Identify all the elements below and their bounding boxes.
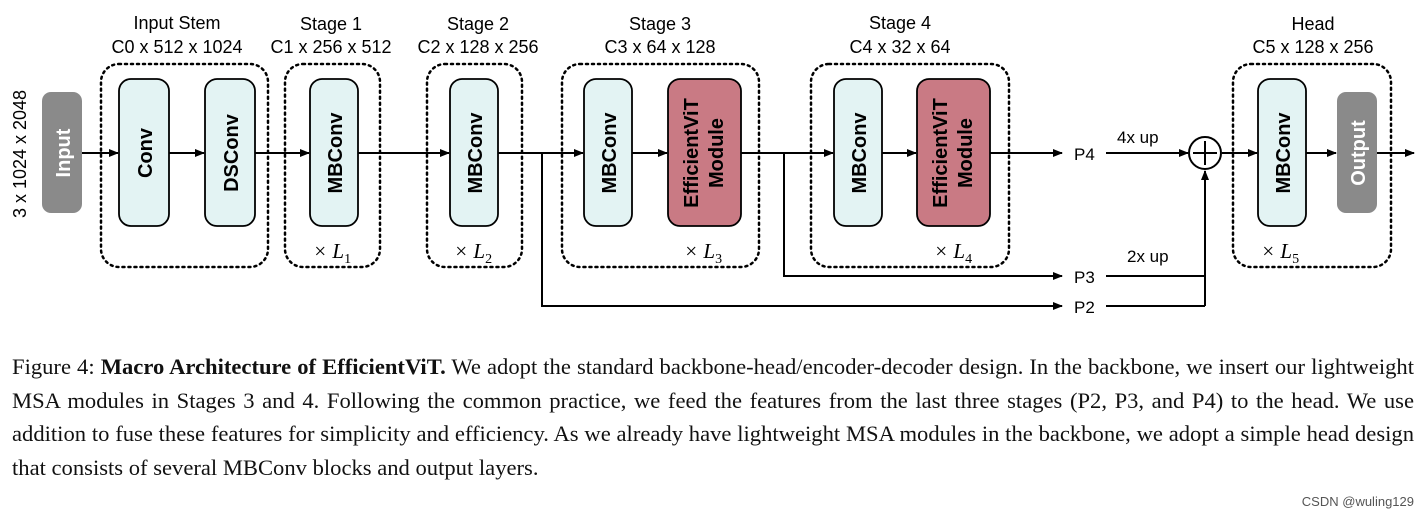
stage4-dims: C4 x 32 x 64 [849, 37, 950, 57]
stage2-box [425, 62, 524, 269]
efficientvit-stage3-block [667, 78, 742, 227]
input-stem-title: Input Stem [133, 13, 220, 33]
repeat-l2: × L2 [454, 239, 492, 267]
figure-caption: Figure 4: Macro Architecture of Efficien… [12, 350, 1414, 484]
mbconv-stage2-label: MBConv [465, 112, 487, 194]
p3-label: P3 [1074, 268, 1095, 287]
watermark: CSDN @wuling129 [1301, 494, 1414, 509]
stage3-title: Stage 3 [629, 14, 691, 34]
caption-body: We adopt the standard backbone-head/enco… [12, 354, 1414, 480]
arrow-stage2-p2 [541, 153, 1063, 310]
input-stem-dims: C0 x 512 x 1024 [111, 37, 242, 57]
head-dims: C5 x 128 x 256 [1252, 37, 1373, 57]
stage2-dims: C2 x 128 x 256 [417, 37, 538, 57]
stage2-title: Stage 2 [447, 14, 509, 34]
conv-label: Conv [135, 127, 157, 178]
upsample-4x-label: 4x up [1117, 128, 1159, 147]
architecture-diagram: Input Stem C0 x 512 x 1024 Stage 1 C1 x … [10, 13, 1415, 317]
mbconv-stage3-label: MBConv [599, 112, 621, 194]
input-block [42, 92, 82, 213]
stage1-dims: C1 x 256 x 512 [270, 37, 391, 57]
input-stem-box [99, 62, 270, 269]
efficientvit-stage4-label2: Module [955, 118, 977, 188]
p2-label: P2 [1074, 298, 1095, 317]
p4-label: P4 [1074, 145, 1095, 164]
efficientvit-stage3-label1: EfficientViT [681, 98, 703, 208]
stage3-box [560, 62, 761, 269]
upsample-2x-label: 2x up [1127, 247, 1169, 266]
output-block [1337, 92, 1377, 213]
stage4-box [809, 62, 1011, 269]
head-title: Head [1291, 14, 1334, 34]
stage1-title: Stage 1 [300, 14, 362, 34]
output-label: Output [1348, 120, 1370, 186]
repeat-l1: × L1 [313, 239, 351, 267]
caption-prefix: Figure 4: [12, 354, 101, 379]
input-dims: 3 x 1024 x 2048 [10, 90, 30, 218]
dsconv-label: DSConv [221, 113, 243, 192]
stage3-dims: C3 x 64 x 128 [604, 37, 715, 57]
head-box [1231, 62, 1393, 269]
arrow-stage3-p3 [783, 153, 1063, 280]
efficientvit-stage4-label1: EfficientViT [930, 98, 952, 208]
mbconv-stage4-label: MBConv [849, 112, 871, 194]
repeat-l5: × L5 [1261, 239, 1299, 267]
efficientvit-stage3-label2: Module [706, 118, 728, 188]
input-label: Input [53, 128, 75, 177]
stage1-box [283, 62, 382, 269]
caption-title: Macro Architecture of EfficientViT. [100, 354, 446, 379]
mbconv-stage1-label: MBConv [325, 112, 347, 194]
mbconv-head-label: MBConv [1273, 112, 1295, 194]
repeat-l3: × L3 [684, 239, 722, 267]
efficientvit-stage4-block [916, 78, 991, 227]
stage4-title: Stage 4 [869, 13, 931, 33]
repeat-l4: × L4 [934, 239, 972, 267]
